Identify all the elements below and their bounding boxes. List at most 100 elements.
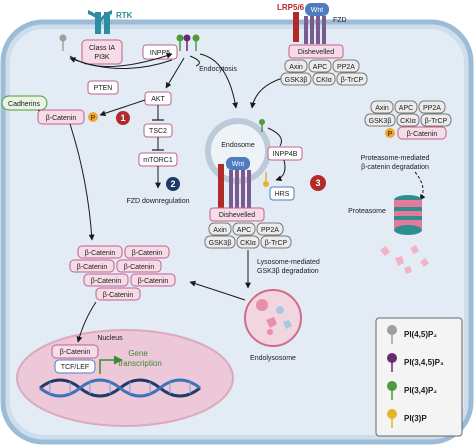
peptide-fragments <box>380 245 429 274</box>
phospho-p-1 <box>88 112 98 122</box>
lrp-label: LRP5/6 <box>277 3 305 12</box>
akt-label: AKT <box>151 96 165 103</box>
wnt-top <box>305 3 329 16</box>
beta-catenin-c5: β-Catenin <box>91 278 122 285</box>
step-2-label: 2 <box>170 179 175 189</box>
legend-label-1: PI(3,4,5)P₃ <box>404 358 444 367</box>
mtorc1-label: mTORC1 <box>143 157 173 164</box>
step-3-badge <box>310 175 326 191</box>
ck1a-right-label: CKIα <box>400 118 416 125</box>
step-3-label: 3 <box>315 178 320 188</box>
axin-right-label: Axin <box>375 105 389 112</box>
beta-catenin-nucleus <box>51 344 99 359</box>
membrane-lipids <box>59 34 200 51</box>
nucleus <box>16 329 234 427</box>
endolysosome-contents <box>256 299 292 335</box>
gene-transcription-label-2: transcription <box>118 359 162 368</box>
wnt-endo <box>226 157 250 170</box>
beta-catenin-membrane <box>37 109 85 125</box>
tcf-lef-label: TCF/LEF <box>61 364 89 371</box>
lysosome-deg-label-1: Lysosome-mediated <box>257 259 320 266</box>
dishevelled-top-label: Dishevelled <box>298 49 334 56</box>
class-ia-pi3k-label-1: Class IA <box>89 45 115 52</box>
inpp5-label: INPP5 <box>150 50 170 57</box>
endosome-label: Endosome <box>221 142 255 149</box>
gsk3b-endo-label: GSK3β <box>209 240 232 247</box>
class-ia-pi3k-label-2: PI3K <box>94 54 110 61</box>
dishevelled-endo-label: Dishevelled <box>219 212 255 219</box>
legend-item-3: PI(3)P <box>387 409 427 428</box>
pten-label: PTEN <box>94 85 113 92</box>
inpp4b-label: INPP4B <box>273 151 298 158</box>
nucleus-label: Nucleus <box>97 335 123 342</box>
apc-endo-label: APC <box>237 227 251 234</box>
endosome-receptor <box>218 164 251 208</box>
step-1-label: 1 <box>120 113 125 123</box>
endocytosis-label: Endocytosis <box>199 66 237 73</box>
legend-item-1: PI(3,4,5)P₃ <box>387 353 444 372</box>
step-1-badge <box>116 111 130 125</box>
legend-box <box>375 317 463 437</box>
step-2-badge <box>166 177 180 191</box>
beta-catenin-c1: β-Catenin <box>85 250 116 257</box>
pp2a-right-label: PP2A <box>423 105 441 112</box>
fzd-label: FZD <box>333 17 347 24</box>
inpp4b-box <box>267 146 303 161</box>
apc-right-label: APC <box>399 105 413 112</box>
endolysosome-label: Endolysosome <box>250 355 296 362</box>
proteasome-deg-label-2: β-catenin degradation <box>361 164 429 171</box>
hrs-label: HRS <box>275 191 290 198</box>
gsk3b-right-label: GSK3β <box>369 118 392 125</box>
ck1a-top-label: CKIα <box>316 77 332 84</box>
pp2a-top-label: PP2A <box>337 64 355 71</box>
beta-catenin-c7: β-Catenin <box>103 292 134 299</box>
wnt-top-label: Wnt <box>311 7 324 14</box>
legend-item-2: PI(3,4)P₂ <box>387 381 437 400</box>
ck1a-endo-label: CKIα <box>240 240 256 247</box>
gsk3b-top-label: GSK3β <box>285 77 308 84</box>
tsc2-label: TSC2 <box>149 128 167 135</box>
gene-transcription-label-1: Gene <box>128 349 148 358</box>
beta-catenin-membrane-label: β-Catenin <box>46 115 77 122</box>
proteasome-label: Proteasome <box>348 208 386 215</box>
class-ia-pi3k-box <box>81 39 123 65</box>
beta-catenin-nucleus-label: β-Catenin <box>60 349 91 356</box>
dishevelled-endo <box>209 207 265 222</box>
beta-catenin-c3: β-Catenin <box>77 264 108 271</box>
btrcp-endo-label: β-TrCP <box>265 240 288 247</box>
fzd-downregulation-label: FZD downregulation <box>126 198 189 205</box>
beta-catenin-cluster <box>69 245 176 301</box>
proteasome-shape <box>394 195 422 235</box>
legend-swatch-1 <box>387 353 397 363</box>
dna-helix <box>39 378 201 398</box>
destruction-complex-top <box>280 59 368 86</box>
destruction-complex-right <box>364 100 452 140</box>
legend-label-2: PI(3,4)P₂ <box>404 386 437 395</box>
cadherins-box <box>1 95 48 111</box>
beta-catenin-c4: β-Catenin <box>124 264 155 271</box>
legend-item-0: PI(4,5)P₂ <box>387 325 437 344</box>
phospho-p-1-label: P <box>91 115 96 122</box>
pten-box <box>87 80 119 95</box>
phospho-p-right-label: P <box>388 131 393 138</box>
axin-endo-label: Axin <box>213 227 227 234</box>
hrs-box <box>269 186 295 201</box>
rtk-label: RTK <box>116 11 133 20</box>
legend-swatch-0 <box>387 325 397 335</box>
apc-top-label: APC <box>313 64 327 71</box>
legend-swatch-3 <box>387 409 397 419</box>
cadherins-label: Cadherins <box>8 101 40 108</box>
destruction-complex-endo <box>204 222 292 249</box>
dishevelled-top <box>288 44 344 59</box>
lrp-fzd-receptor <box>293 12 326 44</box>
lysosome-deg-label-2: GSK3β degradation <box>257 268 319 275</box>
beta-catenin-c2: β-Catenin <box>132 250 163 257</box>
axin-top-label: Axin <box>289 64 303 71</box>
btrcp-right-label: β-TrCP <box>425 118 448 125</box>
legend-label-0: PI(4,5)P₂ <box>404 330 437 339</box>
tcf-lef-box <box>54 359 96 374</box>
proteasome-deg-label-1: Proteasome-mediated <box>361 155 430 162</box>
legend-swatch-2 <box>387 381 397 391</box>
pp2a-endo-label: PP2A <box>261 227 279 234</box>
